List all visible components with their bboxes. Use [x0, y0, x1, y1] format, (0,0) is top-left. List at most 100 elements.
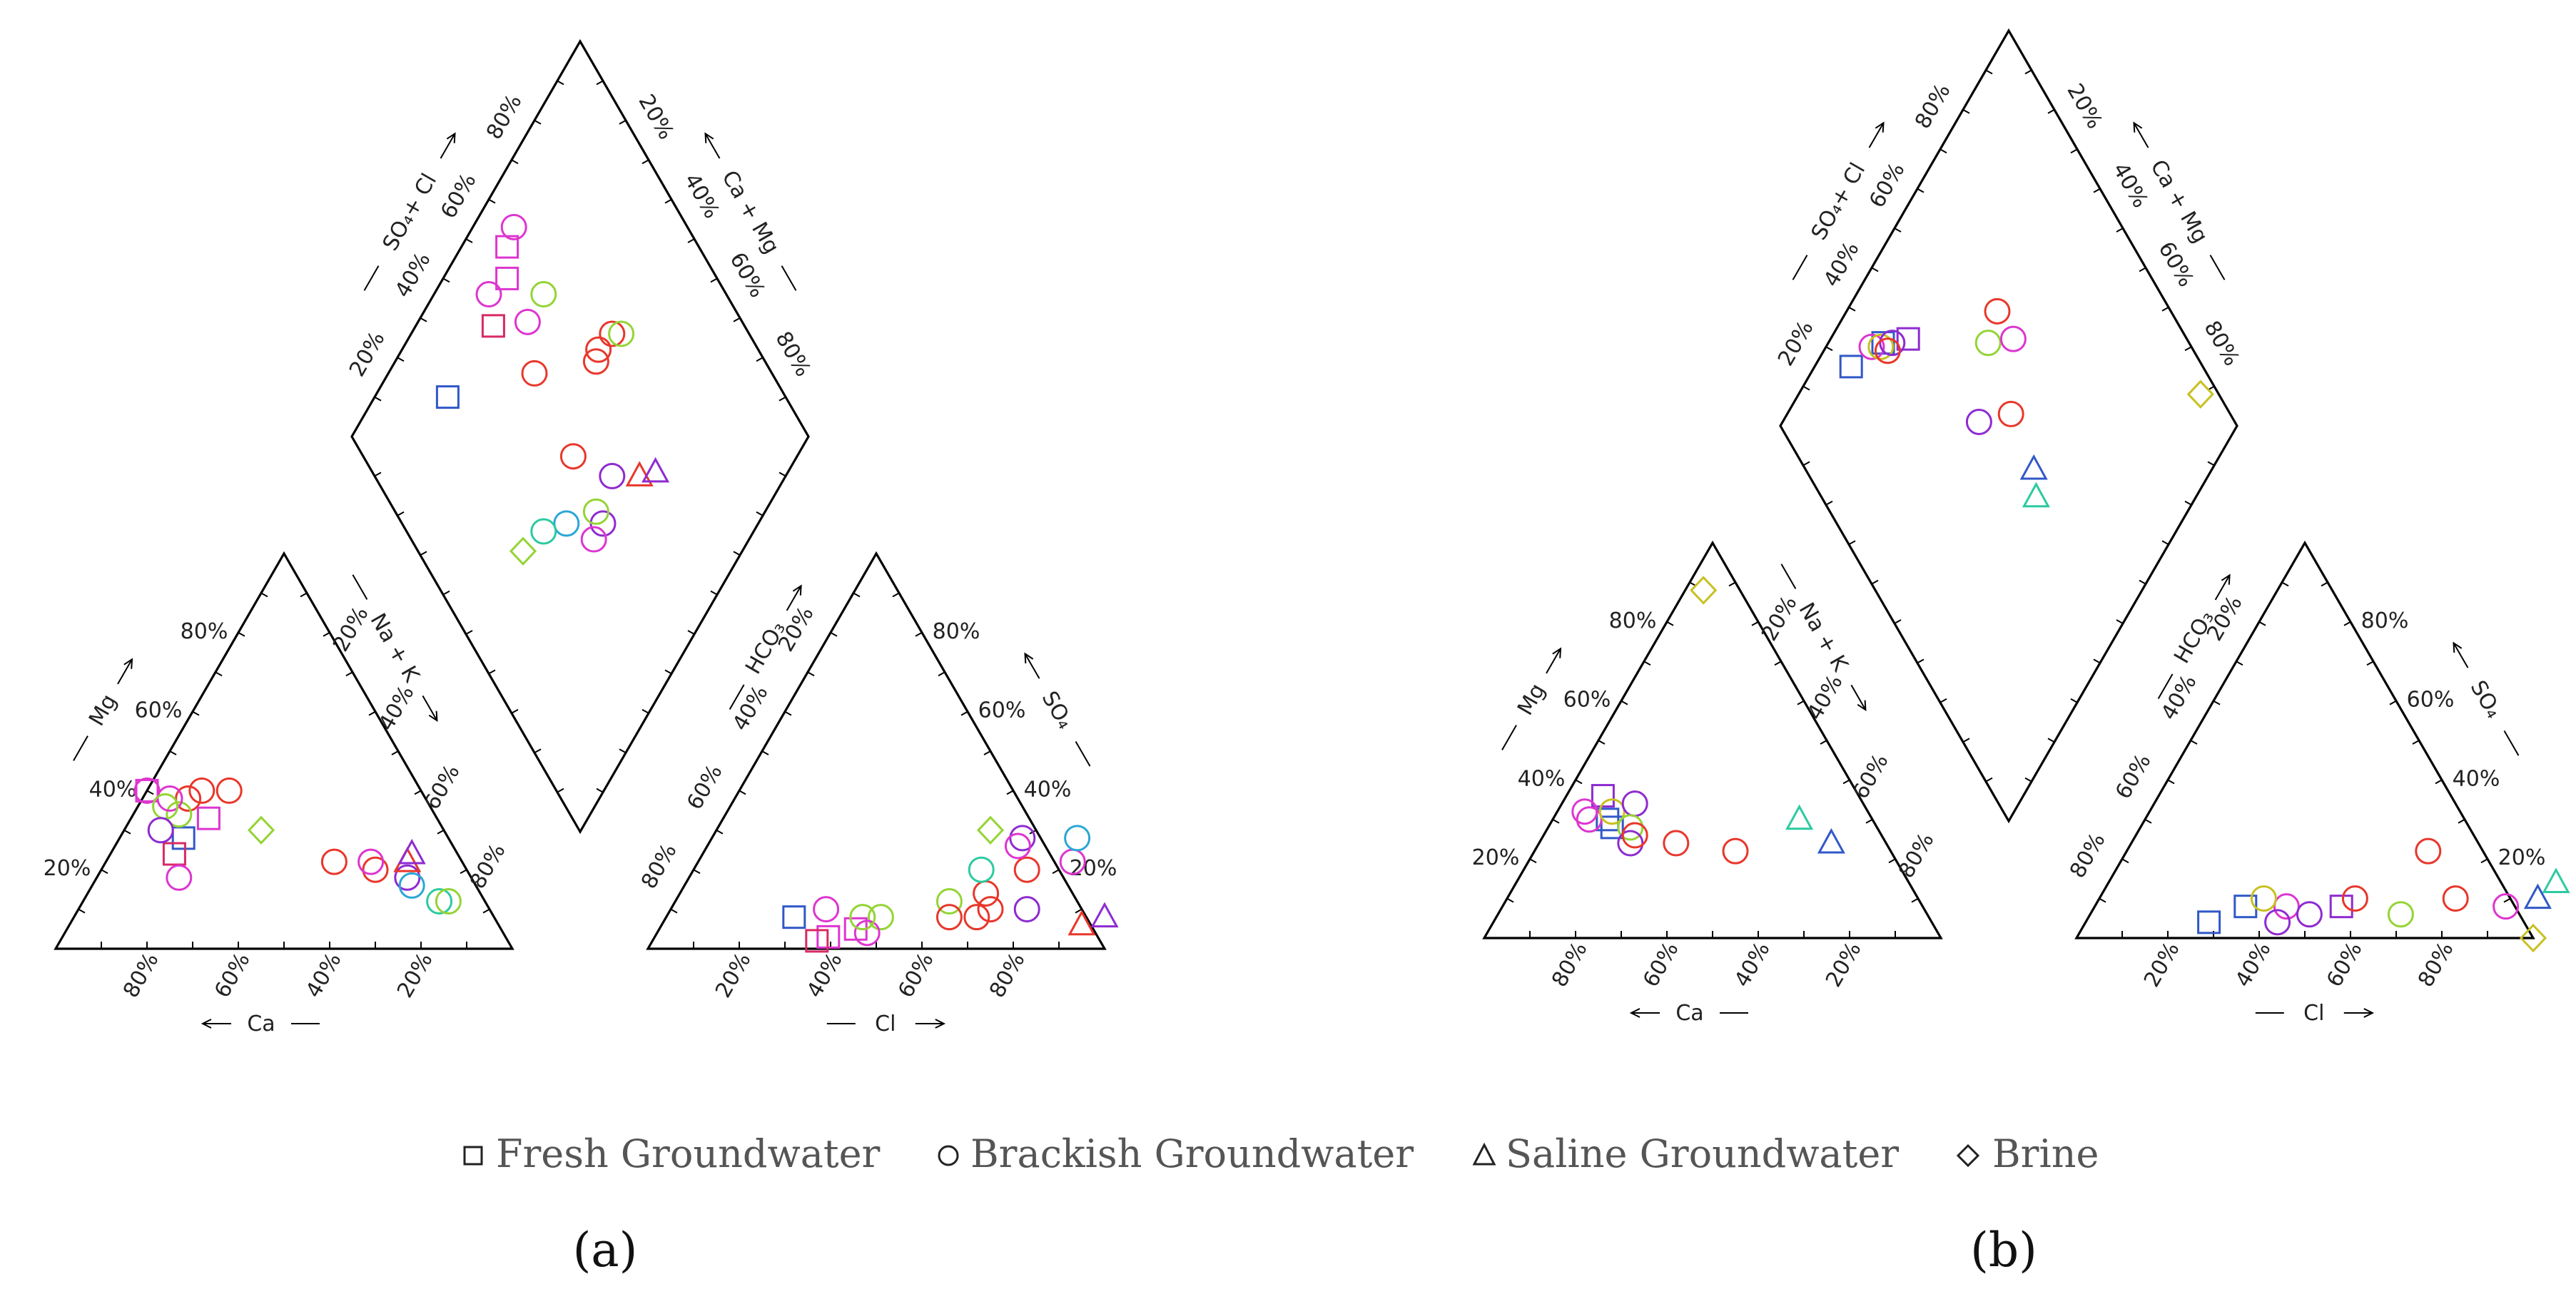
diamond-ll-tick: [420, 551, 427, 556]
cation-point-circle: [435, 888, 462, 915]
tick-label-so4: 20%: [1070, 856, 1117, 881]
legend-label-brine: Brine: [1992, 1131, 2099, 1176]
axis-name-mg: Mg: [1513, 679, 1551, 719]
diamond-point-circle: [1984, 297, 2011, 325]
cation-point-circle: [394, 864, 421, 891]
tick-label-so4cl: 20%: [1773, 317, 1819, 370]
so4cl-tick: [374, 396, 382, 402]
axis-name-camg-rule: [2209, 255, 2226, 280]
tick-label-mg: 60%: [135, 698, 183, 723]
diamond-point-circle: [1874, 337, 1901, 365]
legend-item-brine: Brine: [1956, 1131, 2099, 1176]
so4-tick: [2389, 700, 2397, 705]
camg-tick: [687, 238, 695, 243]
diamond-ll-tick: [557, 788, 564, 793]
axis-name-camg: Ca + Mg: [2145, 156, 2213, 248]
legend-square-icon: [463, 1146, 483, 1166]
diamond-lr-tick: [2024, 777, 2032, 783]
anion-point-triangle: [1068, 910, 1096, 936]
tick-label-ca: 40%: [301, 949, 347, 1002]
cation-triangle: [1482, 540, 1943, 939]
diamond-point-circle: [475, 281, 502, 308]
tick-label-so4: 40%: [1024, 777, 1072, 802]
diamond-lr-tick: [779, 472, 786, 477]
mg-tick: [238, 631, 245, 637]
diamond-point-triangle: [625, 461, 654, 486]
diamond-point-square: [1871, 331, 1895, 355]
hco3-tick: [784, 710, 792, 716]
hco3-tick: [693, 869, 701, 875]
hco3-tick: [739, 790, 746, 795]
cation-point-circle: [152, 793, 179, 820]
hco3-tick: [853, 592, 861, 598]
tick-label-nak: 60%: [420, 760, 465, 814]
axis-name-so4cl: SO₄+ Cl: [1807, 158, 1871, 244]
mg-tick: [1552, 818, 1560, 824]
mg-tick: [1643, 661, 1651, 666]
diamond-point-square: [435, 385, 460, 409]
legend-label-saline: Saline Groundwater: [1506, 1131, 1899, 1176]
so4cl-tick: [1848, 306, 1856, 312]
axis-name-so4: SO₄: [2465, 676, 2507, 723]
tick-label-cl: 60%: [2322, 938, 2368, 992]
anion-point-circle: [1013, 856, 1040, 883]
tick-label-so4: 20%: [2498, 845, 2546, 870]
so4cl-tick: [1939, 148, 1947, 154]
anion-point-square: [2329, 895, 2353, 919]
so4-tick: [2412, 740, 2420, 745]
cation-point-circle: [398, 872, 425, 899]
tick-label-hco3: 80%: [637, 840, 682, 893]
cation-point-square: [1596, 808, 1620, 832]
axis-name-hco3-rule: [2157, 673, 2174, 699]
nak-tick: [1865, 818, 1873, 824]
diamond-point-square: [495, 266, 519, 290]
diamond-ll-tick: [1871, 579, 1879, 585]
camg-tick: [2161, 306, 2169, 312]
so4cl-tick: [1802, 385, 1810, 391]
diamond-ll-tick: [1894, 619, 1902, 624]
camg-tick: [642, 159, 649, 165]
diamond-ll-tick: [1917, 658, 1925, 664]
tick-label-so4: 40%: [2453, 766, 2500, 791]
cation-point-circle: [166, 864, 193, 891]
so4-tick: [915, 631, 923, 637]
nak-tick: [1774, 661, 1782, 666]
anion-point-circle: [2442, 885, 2469, 912]
hco3-tick: [2099, 897, 2106, 903]
so4-tick: [2503, 897, 2511, 903]
diamond-lr-tick: [710, 590, 718, 596]
nak-tick: [368, 710, 376, 716]
tick-label-nak: 40%: [374, 681, 420, 735]
hco3-tick: [2167, 779, 2175, 785]
tick-label-hco3: 80%: [2065, 829, 2111, 882]
diamond-point-diamond: [509, 536, 537, 566]
diamond-ll-tick: [397, 511, 405, 516]
cation-point-triangle: [397, 838, 426, 865]
hco3-tick: [2121, 858, 2129, 864]
diamond-lr-tick: [756, 511, 764, 516]
anion-point-circle: [2250, 885, 2277, 912]
axis-name-nak: Na + K: [365, 609, 425, 687]
diamond-point-circle: [500, 213, 527, 240]
axis-name-so4-arrow: [2453, 641, 2463, 653]
mg-tick: [123, 829, 131, 835]
axis-name-nak-rule: [352, 574, 368, 600]
axis-name-so4-rule: [2503, 730, 2520, 756]
panel-label-a: (a): [573, 1223, 638, 1278]
mg-tick: [169, 750, 177, 755]
tick-label-camg: 20%: [2062, 79, 2107, 133]
mg-tick: [192, 710, 200, 716]
tick-label-so4cl: 80%: [1910, 79, 1956, 133]
diamond-lr-tick: [2139, 579, 2146, 585]
central-diamond: [1779, 28, 2238, 824]
tick-label-ca: 40%: [1730, 938, 1775, 992]
so4cl-tick: [557, 80, 564, 86]
diamond-point-circle: [1999, 325, 2027, 352]
tick-label-ca: 20%: [392, 949, 438, 1002]
axis-name-hco3-rule: [786, 585, 802, 611]
axis-name-so4-group: SO₄: [2453, 641, 2520, 756]
tick-label-nak: 60%: [1848, 750, 1894, 803]
camg-tick: [2093, 188, 2101, 193]
diamond-lr-tick: [687, 630, 695, 635]
